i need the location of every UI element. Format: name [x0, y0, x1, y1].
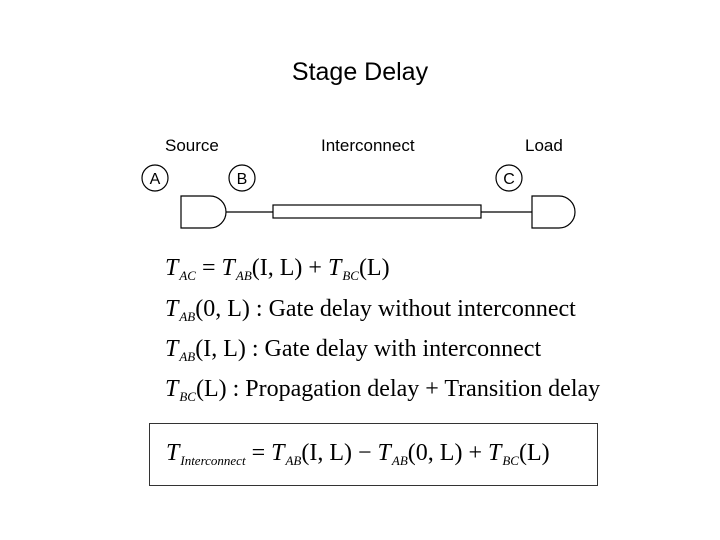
source-label: Source	[165, 136, 219, 155]
interconnect-formula-box: TInterconnect = TAB(I, L) − TAB(0, L) + …	[149, 423, 598, 486]
load-label: Load	[525, 136, 563, 155]
equation-propagation: TBC(L) : Propagation delay + Transition …	[165, 376, 601, 404]
slide-title: Stage Delay	[291, 58, 429, 86]
equation-gate-with: TAB(I, L) : Gate delay with interconnect	[165, 336, 542, 364]
node-b-circle	[228, 164, 256, 192]
equation-gate-without: TAB(0, L) : Gate delay without interconn…	[165, 296, 576, 324]
interconnect-label: Interconnect	[321, 136, 415, 155]
node-b-label: B	[237, 171, 248, 188]
node-c-circle	[495, 164, 523, 192]
node-a-circle	[141, 164, 169, 192]
node-c-label: C	[503, 171, 515, 188]
equation-tac: TAC = TAB(I, L) + TBC(L)	[165, 255, 390, 283]
node-a-label: A	[150, 171, 161, 188]
source-gate-symbol	[180, 195, 227, 229]
load-gate-symbol	[531, 195, 576, 229]
equation-interconnect: TInterconnect = TAB(I, L) − TAB(0, L) + …	[166, 440, 550, 468]
interconnect-wire	[272, 204, 482, 219]
